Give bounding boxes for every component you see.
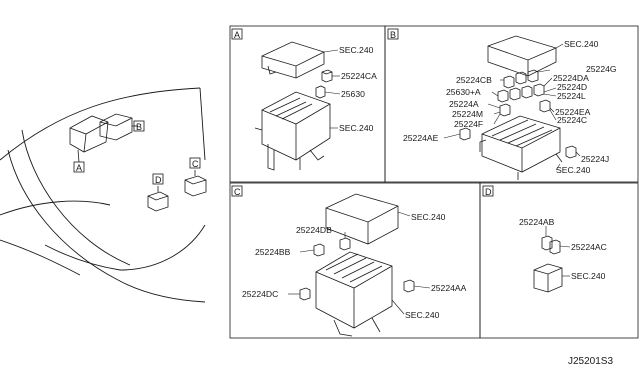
panel-b-label-2: 25224G [586,64,617,74]
panel-b-fuse-row-drawing [497,69,551,117]
overview-fuse-box-d [147,186,169,212]
panel-a-label-3: 25630 [341,89,365,99]
panel-b-label-3: 25224CB [456,75,492,85]
panel-d-label-2: 25224AC [571,242,607,252]
panel-b-label-1: SEC.240 [564,39,599,49]
panel-c-frame [229,182,481,339]
panel-b-label-9: 25224EA [555,107,591,117]
overview-callout-c-box [189,157,201,169]
overview-callout-b-box [133,120,145,132]
panel-a-cover-drawing [261,41,325,79]
overview-callout-c: C [192,159,199,169]
panel-b-label-7: 25224L [557,91,586,101]
panel-b-label-11: 25224C [557,115,587,125]
panel-a-relay-drawing [315,69,333,99]
overview-fuse-box-a [69,115,109,163]
overview-fuse-box-c [184,170,207,197]
panel-b-label-13: 25224AE [403,133,439,143]
overview-fuse-box-b [99,113,138,141]
panel-a-label-2: 25224CA [341,71,377,81]
panel-b-label-10: 25224M [452,109,483,119]
panel-c-tag: C [234,187,241,197]
overview-callout-d-box [152,173,164,185]
panel-c-label-2: 25224DB [296,225,332,235]
panel-c-cover-drawing [325,193,399,245]
panel-b-loose-fuse-drawing [459,127,577,159]
panel-a-label-4: SEC.240 [339,123,374,133]
panel-c-label-5: 25224DC [242,289,278,299]
panel-b-tag: B [390,30,396,40]
panel-b-box-drawing [479,115,563,180]
panel-d-label-3: SEC.240 [571,271,606,281]
overview-callout-d: D [155,175,162,185]
panel-b-cover-drawing [487,35,557,77]
panel-b-label-8: 25224A [449,99,479,109]
panel-d-frame [479,182,639,339]
overview-callout-a-box [73,161,85,173]
panel-b-label-6: 25224D [557,82,587,92]
panel-b-label-4: 25224DA [553,73,589,83]
vehicle-overview-drawing [0,87,206,303]
panel-c-loose-fuse-drawing [299,237,415,301]
panel-b-label-12: 25224F [454,119,483,129]
panel-d-label-1: 25224AB [519,217,555,227]
panel-b-label-5: 25630+A [446,87,481,97]
diagram-id: J25201S3 [568,356,613,367]
panel-d-tag: D [485,187,492,197]
panel-b-label-14: 25224J [581,154,609,164]
panel-a-tag: A [234,30,240,40]
panel-b-frame [384,25,639,183]
panel-d-relay-drawing [541,235,561,255]
panel-c-label-6: SEC.240 [405,310,440,320]
overview-callout-a: A [76,163,82,173]
panel-c-label-3: 25224BB [255,247,291,257]
panel-a-box-drawing [254,91,331,171]
panel-d-block-drawing [533,263,563,293]
panel-c-label-4: 25224AA [431,283,467,293]
panel-b-label-15: SEC.240 [556,165,591,175]
panel-c-box-drawing [315,251,393,337]
panel-c-label-1: SEC.240 [411,212,446,222]
overview-callout-b: B [136,122,142,132]
panel-a-label-1: SEC.240 [339,45,374,55]
